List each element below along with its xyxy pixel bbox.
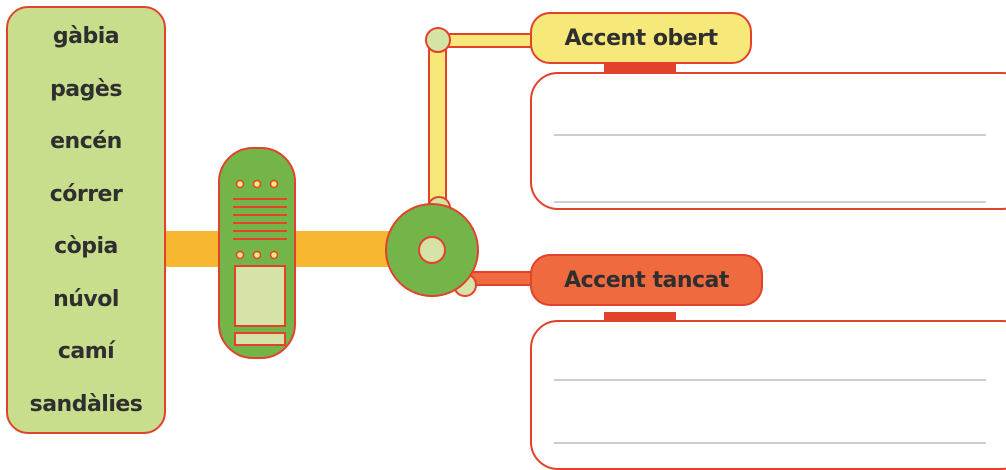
word-item: córrer xyxy=(49,181,123,207)
lower-connector-arm xyxy=(469,271,533,286)
open-accent-label: Accent obert xyxy=(530,12,752,64)
closed-accent-answer-box[interactable] xyxy=(530,320,1006,470)
upper-connector-arm xyxy=(437,33,533,48)
lower-label-tab xyxy=(604,312,676,322)
closed-accent-label: Accent tancat xyxy=(530,254,763,306)
panel-slot xyxy=(234,332,286,346)
word-item: núvol xyxy=(53,286,119,312)
word-item: encén xyxy=(50,129,122,155)
sorting-machine-graphic xyxy=(160,27,676,359)
writing-line[interactable] xyxy=(554,134,986,136)
word-item: camí xyxy=(57,339,115,365)
writing-line[interactable] xyxy=(554,379,986,381)
open-accent-answer-box[interactable] xyxy=(530,72,1006,210)
panel-screen xyxy=(234,265,286,327)
panel-grille xyxy=(233,198,287,240)
word-item: sandàlies xyxy=(29,391,143,417)
writing-line[interactable] xyxy=(554,201,986,203)
writing-line[interactable] xyxy=(554,442,986,444)
panel-top-dots xyxy=(235,179,279,189)
upper-connector-pipe xyxy=(428,41,447,211)
wheel-hub xyxy=(418,236,446,264)
word-item: pagès xyxy=(50,76,122,102)
word-item: gàbia xyxy=(52,24,120,49)
panel-mid-dots xyxy=(235,250,279,260)
word-list-panel: gàbia pagès encén córrer còpia núvol cam… xyxy=(6,6,166,434)
upper-label-tab xyxy=(604,64,676,74)
upper-joint xyxy=(425,27,451,53)
word-item: còpia xyxy=(54,234,118,260)
